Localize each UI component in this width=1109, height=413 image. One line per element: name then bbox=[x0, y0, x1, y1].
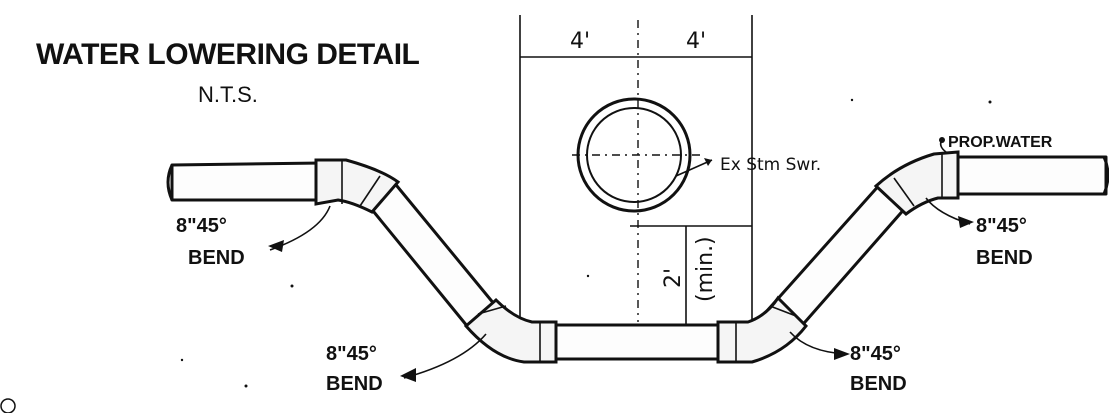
leader-lower-right-tip bbox=[834, 348, 850, 360]
existing-storm-sewer: Ex Stm Swr. bbox=[572, 97, 821, 213]
callout-upper-left: 8"45° BEND bbox=[176, 205, 331, 269]
right-pipe-segment bbox=[948, 155, 1108, 196]
callout-lower-left: 8"45° BEND bbox=[326, 333, 487, 395]
bend-upper-right bbox=[873, 150, 960, 216]
right-pipe-break bbox=[1102, 156, 1109, 195]
bend-label-lower-left-2: BEND bbox=[326, 373, 383, 395]
scan-marks bbox=[0, 98, 992, 413]
callout-upper-right: 8"45° BEND bbox=[925, 197, 1033, 269]
bend-label-upper-left: 8"45° bbox=[176, 215, 227, 237]
bend-label-lower-right: 8"45° bbox=[850, 343, 901, 365]
right-width-dimension: 4' bbox=[686, 29, 706, 54]
clearance-dimension: 2' (min.) bbox=[630, 225, 752, 327]
bend-label-upper-left-2: BEND bbox=[188, 247, 245, 269]
proposed-water-label: PROP.WATER bbox=[948, 134, 1053, 151]
clearance-value: 2' bbox=[661, 268, 686, 288]
left-pipe-break bbox=[166, 164, 174, 201]
left-pipe-segment bbox=[170, 161, 324, 202]
leader-upper-left-tip bbox=[268, 240, 284, 252]
callout-lower-right: 8"45° BEND bbox=[789, 331, 907, 395]
bottom-pipe-segment bbox=[546, 323, 726, 361]
leader-lower-left-tip bbox=[400, 368, 416, 382]
page-title: WATER LOWERING DETAIL bbox=[36, 38, 420, 71]
bend-label-lower-right-2: BEND bbox=[850, 373, 907, 395]
leader-lower-left bbox=[403, 333, 487, 379]
bend-upper-left bbox=[314, 158, 401, 214]
proposed-water-leader-dot bbox=[939, 137, 945, 143]
bend-label-upper-right-2: BEND bbox=[976, 247, 1033, 269]
clearance-min-note: (min.) bbox=[693, 236, 718, 302]
bend-label-lower-left: 8"45° bbox=[326, 343, 377, 365]
existing-sewer-label: Ex Stm Swr. bbox=[720, 155, 821, 175]
bend-lower-left bbox=[463, 297, 558, 364]
proposed-water-callout: PROP.WATER bbox=[939, 134, 1053, 153]
crossing-zone: 4' 4' bbox=[519, 15, 753, 322]
water-main bbox=[166, 150, 1109, 364]
bend-label-upper-right: 8"45° bbox=[976, 215, 1027, 237]
leader-upper-right-tip bbox=[958, 216, 974, 228]
left-width-dimension: 4' bbox=[570, 29, 590, 54]
sewer-leader-arrow bbox=[704, 158, 712, 166]
bend-lower-right bbox=[716, 295, 808, 364]
scale-note: N.T.S. bbox=[198, 82, 258, 107]
sewer-leader bbox=[675, 159, 713, 177]
